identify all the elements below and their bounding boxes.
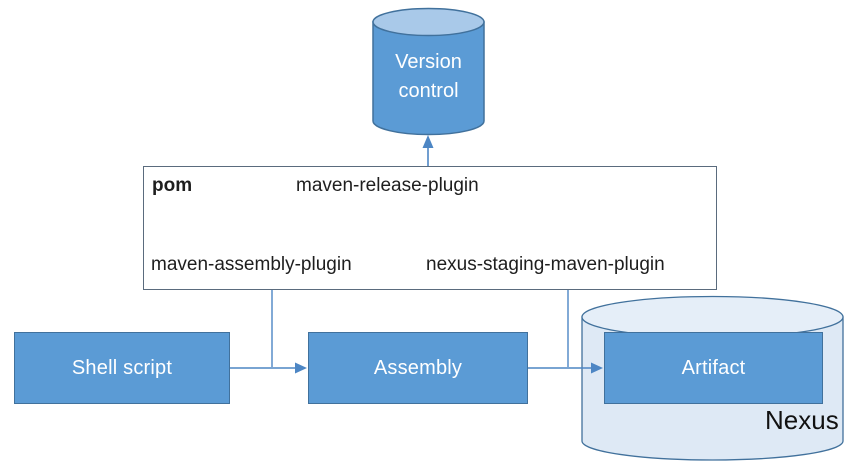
assembly-node: Assembly (308, 332, 528, 404)
version-control-cylinder (372, 7, 485, 136)
version-control-label: Version control (395, 51, 462, 102)
artifact-node: Artifact (604, 332, 823, 404)
shell-script-node: Shell script (14, 332, 230, 404)
maven-assembly-plugin-label: maven-assembly-plugin (151, 254, 352, 275)
shell-to-assembly-arrow (230, 362, 307, 374)
version-control-cylinder-top (372, 7, 485, 37)
assembly-to-artifact-arrow (528, 362, 603, 374)
nexus-staging-maven-plugin-label: nexus-staging-maven-plugin (426, 254, 665, 275)
maven-release-plugin-label: maven-release-plugin (296, 175, 479, 196)
pom-box: pom maven-release-plugin maven-assembly-… (143, 166, 717, 290)
version-control-cylinder-body (372, 21, 485, 136)
pom-to-version-control-arrow (422, 135, 434, 166)
pom-title: pom (152, 175, 193, 196)
nexus-label: Nexus (765, 405, 839, 435)
